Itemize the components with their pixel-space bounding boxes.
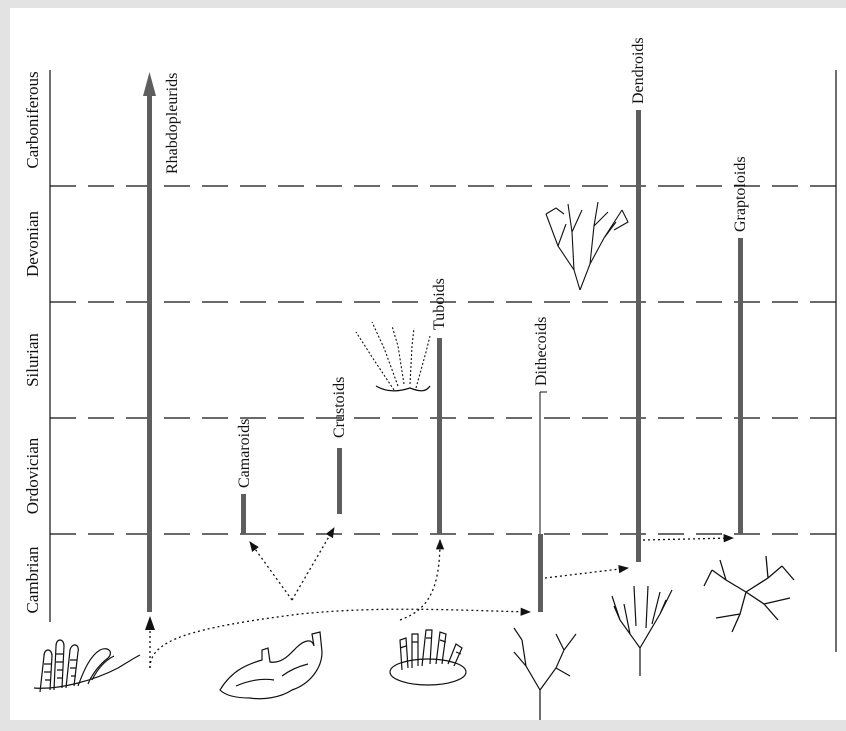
range-bar-dithecoids-lower: [538, 534, 543, 612]
taxon-label-crustoids: Crustoids: [331, 377, 348, 438]
period-label-devonian: Devonian: [23, 210, 42, 277]
period-label-ordovician: Ordovician: [23, 437, 42, 514]
taxon-label-camaroids: Camaroids: [236, 419, 253, 488]
taxon-label-graptoloids: Graptoloids: [732, 156, 749, 232]
range-bar-camaroids: [241, 494, 246, 534]
taxon-label-tuboids: Tuboids: [431, 278, 448, 330]
taxon-label-dithecoids: Dithecoids: [533, 317, 550, 386]
range-bar-dendroids: [636, 110, 641, 562]
period-label-carboniferous: Carboniferous: [23, 71, 42, 168]
range-bar-tuboids: [437, 338, 442, 534]
taxon-label-rhabdopleurids: Rhabdopleurids: [164, 73, 181, 174]
range-bar-crustoids: [337, 448, 342, 514]
range-bar-rhabdopleurids: [147, 92, 152, 612]
taxon-label-dendroids: Dendroids: [630, 37, 647, 104]
range-bar-graptoloids: [738, 238, 743, 534]
diagram-panel: [10, 8, 846, 720]
period-label-cambrian: Cambrian: [23, 546, 42, 614]
period-label-silurian: Silurian: [23, 333, 42, 387]
